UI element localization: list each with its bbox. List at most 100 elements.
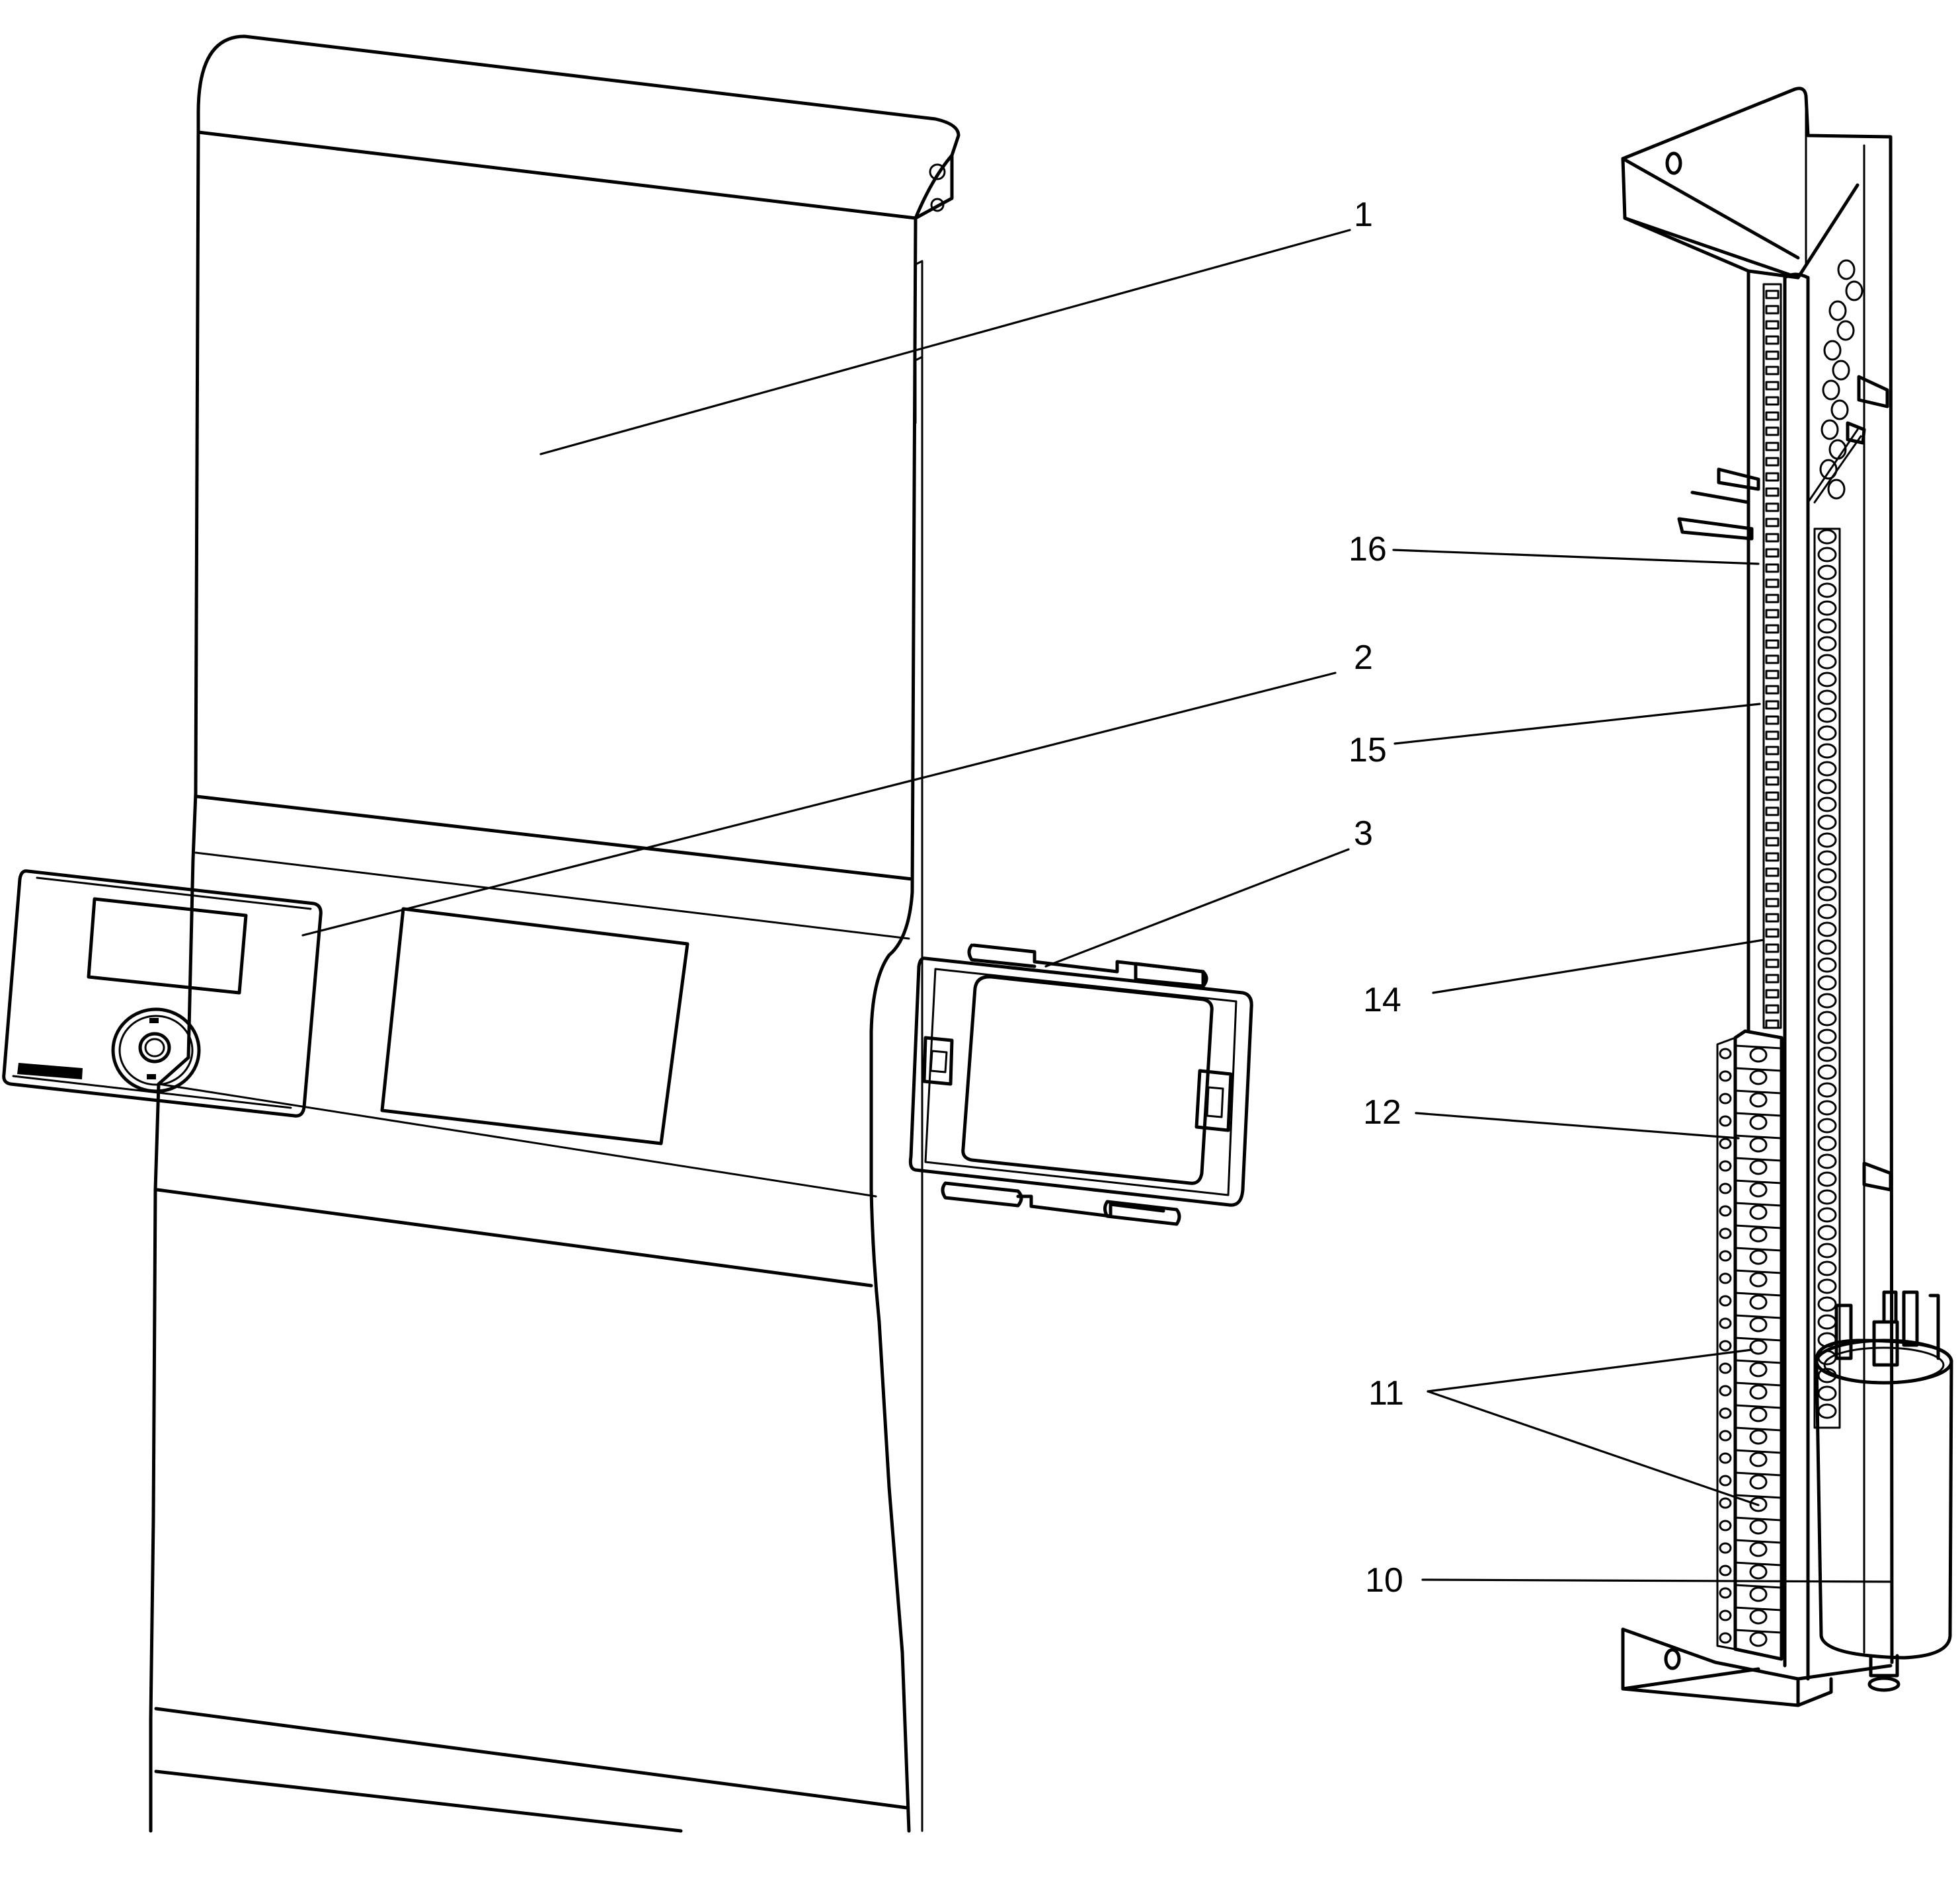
terminal-screw bbox=[1749, 1114, 1768, 1130]
relay-socket bbox=[1817, 1225, 1837, 1241]
terminal-tooth bbox=[1765, 472, 1780, 482]
terminal-tooth bbox=[1765, 335, 1780, 345]
brand-strip bbox=[17, 1063, 83, 1079]
relay-socket bbox=[1817, 957, 1837, 973]
terminal-tooth bbox=[1765, 685, 1780, 695]
terminal-tooth bbox=[1765, 594, 1780, 603]
leader-11a bbox=[1427, 1348, 1753, 1393]
terminal-wire-entry bbox=[1719, 1587, 1732, 1599]
terminal-screw bbox=[1749, 1317, 1768, 1333]
leader-16 bbox=[1392, 549, 1760, 565]
terminal-screw bbox=[1749, 1069, 1768, 1085]
terminal-wire-entry bbox=[1719, 1205, 1732, 1217]
terminal-tooth bbox=[1765, 366, 1780, 375]
relay-socket bbox=[1817, 1243, 1837, 1259]
terminal-block-divider bbox=[1734, 1089, 1783, 1095]
terminal-wire-entry bbox=[1719, 1317, 1732, 1329]
dial-up-mark bbox=[149, 1018, 159, 1023]
terminal-block-divider bbox=[1734, 1381, 1783, 1387]
terminal-screw bbox=[1749, 1609, 1768, 1625]
terminal-tooth bbox=[1765, 700, 1780, 710]
lower-terminal-blocks bbox=[1716, 1029, 1784, 1661]
relay-socket bbox=[1817, 672, 1837, 687]
callout-12: 12 bbox=[1363, 1093, 1401, 1132]
relay-socket bbox=[1817, 600, 1837, 616]
terminal-wire-entry bbox=[1719, 1362, 1732, 1374]
relay-socket bbox=[1817, 1260, 1837, 1276]
terminal-screw bbox=[1749, 1294, 1768, 1310]
terminal-screw bbox=[1749, 1137, 1768, 1153]
relay-socket bbox=[1817, 868, 1837, 884]
relay-socket bbox=[1817, 1296, 1837, 1312]
terminal-tooth bbox=[1765, 1019, 1780, 1029]
relay-socket bbox=[1817, 779, 1837, 794]
terminal-tooth bbox=[1765, 974, 1780, 984]
terminal-tooth bbox=[1765, 761, 1780, 771]
terminal-tooth bbox=[1765, 898, 1780, 908]
leader-lines bbox=[301, 229, 1892, 1583]
terminal-screw bbox=[1749, 1092, 1768, 1108]
terminal-tooth bbox=[1765, 715, 1780, 725]
terminal-tooth bbox=[1765, 624, 1780, 634]
relay-socket bbox=[1817, 1136, 1837, 1151]
terminal-rail-assembly bbox=[1621, 87, 1953, 1707]
upper-screw-row bbox=[1819, 259, 1863, 500]
terminal-screw bbox=[1749, 1541, 1768, 1557]
relay-socket bbox=[1817, 618, 1837, 634]
terminal-block-divider bbox=[1734, 1179, 1783, 1184]
callout-15: 15 bbox=[1349, 731, 1387, 769]
terminal-wire-entry bbox=[1719, 1182, 1732, 1194]
relay-socket bbox=[1817, 939, 1837, 955]
terminal-screw bbox=[1749, 1519, 1768, 1535]
terminal-strip bbox=[1762, 283, 1782, 1029]
terminal-tooth bbox=[1765, 958, 1780, 968]
terminal-tooth bbox=[1765, 913, 1780, 923]
terminal-tooth bbox=[1765, 1004, 1780, 1014]
terminal-block-divider bbox=[1734, 1561, 1783, 1567]
relay-socket bbox=[1817, 796, 1837, 812]
terminal-tooth bbox=[1765, 533, 1780, 543]
terminal-screw bbox=[1749, 1452, 1768, 1467]
relay-socket bbox=[1817, 814, 1837, 830]
terminal-block-divider bbox=[1734, 1516, 1783, 1522]
terminal-wire-entry bbox=[1719, 1475, 1732, 1487]
terminal-tooth bbox=[1765, 943, 1780, 953]
terminal-screw bbox=[1749, 1429, 1768, 1445]
terminal-tooth bbox=[1765, 396, 1780, 406]
relay-socket bbox=[1817, 1403, 1837, 1419]
relay-socket bbox=[1817, 564, 1837, 580]
terminal-tooth bbox=[1765, 746, 1780, 756]
terminal-block-divider bbox=[1734, 1471, 1783, 1477]
terminal-wire-entry bbox=[1719, 1115, 1732, 1127]
callout-labels: 1 2 3 16 15 14 12 11 10 bbox=[1349, 196, 1404, 1600]
terminal-wire-entry bbox=[1719, 1227, 1732, 1239]
front-panel bbox=[149, 34, 960, 1833]
terminal-wire-entry bbox=[1719, 1609, 1732, 1621]
relay-socket bbox=[1817, 689, 1837, 705]
terminal-screw bbox=[1749, 1339, 1768, 1355]
callout-14: 14 bbox=[1363, 981, 1401, 1019]
callout-3: 3 bbox=[1354, 814, 1373, 853]
terminal-wire-entry bbox=[1719, 1497, 1732, 1509]
terminal-wire-entry bbox=[1719, 1632, 1732, 1644]
relay-socket bbox=[1817, 1207, 1837, 1223]
relay-socket bbox=[1817, 743, 1837, 759]
callout-11: 11 bbox=[1368, 1374, 1404, 1413]
relay-socket bbox=[1817, 636, 1837, 652]
terminal-screw bbox=[1749, 1249, 1768, 1265]
terminal-tooth bbox=[1765, 290, 1780, 299]
relay-socket bbox=[1817, 1314, 1837, 1330]
relay-socket bbox=[1817, 1046, 1837, 1062]
relay-socket bbox=[1817, 1118, 1837, 1134]
terminal-block-divider bbox=[1734, 1359, 1783, 1364]
terminal-tooth bbox=[1765, 305, 1780, 315]
relay-socket bbox=[1817, 886, 1837, 902]
terminal-tooth bbox=[1765, 867, 1780, 877]
terminal-screw bbox=[1749, 1227, 1768, 1243]
terminal-block-divider bbox=[1734, 1606, 1783, 1611]
relay-socket bbox=[1817, 761, 1837, 777]
relay-socket bbox=[1817, 529, 1837, 545]
relay-socket bbox=[1817, 921, 1837, 937]
terminal-block-divider bbox=[1734, 1247, 1783, 1252]
relay-socket bbox=[1817, 1064, 1837, 1080]
